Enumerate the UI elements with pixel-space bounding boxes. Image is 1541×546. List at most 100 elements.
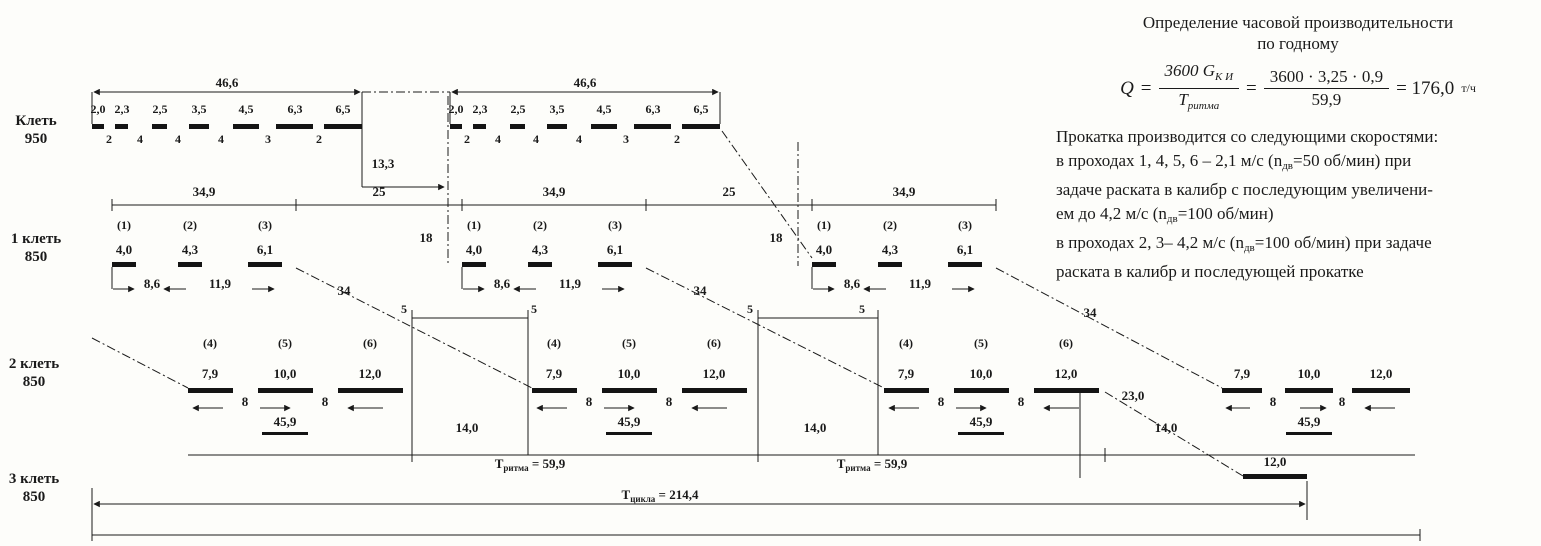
pass-num: (1)	[817, 218, 831, 232]
fraction-numerator: 3600 · 3,25 · 0,9	[1263, 67, 1390, 89]
group-total: 45,9	[617, 414, 641, 429]
paragraph-line: раската в калибр и последующей прокатке	[1056, 262, 1364, 281]
pass-time: 6,5	[335, 102, 351, 116]
dim-14-0: 14,0	[455, 420, 479, 435]
dim-5: 5	[859, 302, 865, 316]
dim-14-0: 14,0	[803, 420, 827, 435]
transfer-18: 18	[419, 230, 433, 245]
dim-25: 25	[372, 184, 386, 199]
fraction-denominator: 59,9	[1311, 90, 1342, 109]
rhythm-symbol: Т	[494, 456, 504, 471]
pass-time: 12,0	[1369, 366, 1393, 381]
formula-fraction-1: 3600 GК И Тритма	[1158, 61, 1240, 116]
gap-time: 8	[585, 394, 593, 409]
group-total: 45,9	[1297, 414, 1321, 429]
gap-time: 11,9	[208, 276, 232, 291]
rhythm-value: = 59,9	[873, 456, 908, 471]
pass-num: (1)	[467, 218, 481, 232]
pass-time: 2,3	[472, 102, 488, 116]
gap-time: 8	[1017, 394, 1025, 409]
rhythm-time-1: Тритма = 59,9	[495, 457, 566, 473]
dim-5: 5	[531, 302, 537, 316]
pass-time: 4,3	[181, 242, 199, 257]
cycle-symbol: Т	[621, 487, 631, 502]
pass-num: (2)	[533, 218, 547, 232]
gap-time: 8	[665, 394, 673, 409]
line-segment: в проходах 1, 4, 5, 6 – 2,1 м/с (n	[1056, 151, 1283, 170]
pass-time: 4,0	[815, 242, 833, 257]
subscript: дв	[1282, 160, 1293, 172]
subscript: дв	[1166, 213, 1178, 225]
gap-time: 8,6	[143, 276, 161, 291]
pass-time: 6,3	[645, 102, 661, 116]
cycle-time: Тцикла = 214,4	[622, 488, 699, 504]
speeds-paragraph: Прокатка производится со следующими скор…	[1056, 125, 1540, 284]
transfer-34: 34	[1083, 305, 1097, 320]
pass-time: 4,3	[881, 242, 899, 257]
group-total: 45,9	[273, 414, 297, 429]
transfer-34: 34	[693, 283, 707, 298]
pass-time: 4,3	[531, 242, 549, 257]
rhythm-value: = 59,9	[531, 456, 566, 471]
paragraph-line: ем до 4,2 м/с (nдв=100 об/мин)	[1056, 202, 1540, 231]
gap-time: 2	[106, 132, 112, 146]
gap-time: 3	[623, 132, 629, 146]
stand-name: 3 клеть	[8, 471, 60, 487]
stand-number: 850	[22, 489, 46, 505]
formula-result: = 176,0	[1396, 77, 1455, 99]
rhythm-symbol: Т	[836, 456, 846, 471]
pass-time: 12,0	[1263, 454, 1287, 469]
cycle-value: = 214,4	[658, 487, 699, 502]
subscript: дв	[1243, 242, 1255, 254]
pass-time: 12,0	[1054, 366, 1078, 381]
pass-num: (3)	[258, 218, 272, 232]
pass-time: 4,5	[238, 102, 254, 116]
panel-title-line2: по годному	[1257, 34, 1339, 53]
dim-5: 5	[401, 302, 407, 316]
denominator-sub: ритма	[1187, 100, 1220, 112]
transfer-34: 34	[337, 283, 351, 298]
dim-25: 25	[722, 184, 736, 199]
pass-num: (5)	[278, 336, 292, 350]
paragraph-line: в проходах 2, 3– 4,2 м/с (nдв=100 об/мин…	[1056, 231, 1540, 260]
stand-label-850-3: 3 клеть 850	[9, 470, 59, 506]
pass-num: (4)	[203, 336, 217, 350]
rhythm-subscript: ритма	[503, 463, 529, 473]
stand-number: 950	[24, 131, 48, 147]
formula-lhs: Q	[1120, 77, 1134, 99]
gap-time: 4	[576, 132, 582, 146]
denominator-main: Т	[1178, 90, 1188, 109]
gap-time: 4	[137, 132, 143, 146]
pass-num: (2)	[883, 218, 897, 232]
rhythm-subscript: ритма	[845, 463, 871, 473]
paragraph-line: задаче раската в калибр с последующим ув…	[1056, 180, 1433, 199]
gap-time: 8	[1338, 394, 1346, 409]
pass-num: (3)	[608, 218, 622, 232]
gap-time: 8	[241, 394, 249, 409]
line-segment: ем до 4,2 м/с (n	[1056, 204, 1167, 223]
stand-name: 2 клеть	[8, 356, 60, 372]
pass-time: 3,5	[549, 102, 565, 116]
formula-fraction-2: 3600 · 3,25 · 0,9 59,9	[1263, 67, 1390, 110]
stand-name: Клеть	[15, 113, 57, 129]
gap-time: 3	[265, 132, 271, 146]
pass-num: (6)	[363, 336, 377, 350]
pass-num: (2)	[183, 218, 197, 232]
gap-time: 4	[495, 132, 501, 146]
stand-name: 1 клеть	[10, 231, 62, 247]
group-total: 45,9	[969, 414, 993, 429]
fraction-numerator: 3600 GК И	[1158, 61, 1240, 89]
pass-num: (3)	[958, 218, 972, 232]
gap-time: 8	[321, 394, 329, 409]
line-segment: =100 об/мин) при задаче	[1254, 233, 1432, 252]
pass-num: (4)	[547, 336, 561, 350]
pass-time: 10,0	[617, 366, 641, 381]
dim-14-0: 14,0	[1154, 420, 1178, 435]
formula-units: т/ч	[1461, 81, 1476, 95]
pass-time: 2,0	[90, 102, 106, 116]
numerator-main: 3600 G	[1164, 61, 1216, 80]
paragraph-line: в проходах 1, 4, 5, 6 – 2,1 м/с (nдв=50 …	[1056, 149, 1540, 178]
